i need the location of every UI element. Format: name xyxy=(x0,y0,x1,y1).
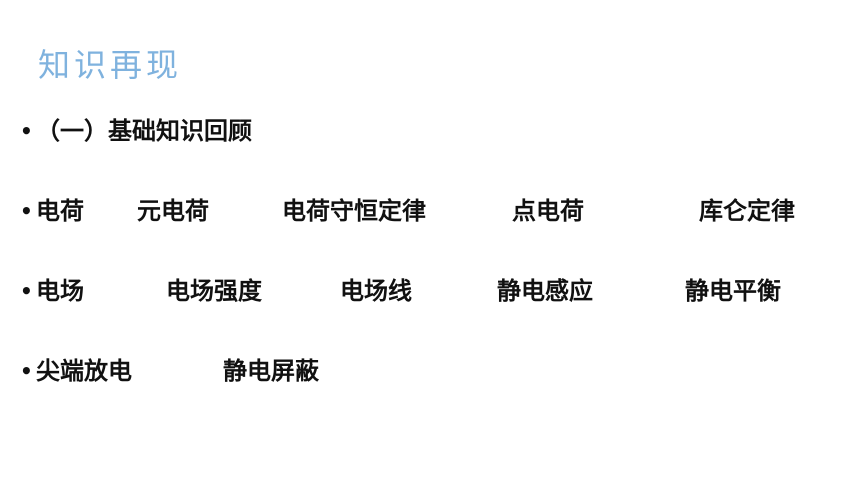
term-electrostatic-equilibrium: 静电平衡 xyxy=(685,277,781,305)
term-row-3: • 尖端放电 静电屏蔽 xyxy=(20,354,850,388)
term-field-lines: 电场线 xyxy=(340,277,412,305)
section-heading: （一）基础知识回顾 xyxy=(36,117,252,145)
term-point-charge: 点电荷 xyxy=(512,197,584,225)
term-charge-conservation: 电荷守恒定律 xyxy=(282,197,426,225)
term-electrostatic-shielding: 静电屏蔽 xyxy=(223,357,319,385)
slide-title: 知识再现 xyxy=(38,46,183,84)
term-field-strength: 电场强度 xyxy=(166,277,262,305)
term-point-discharge: 尖端放电 xyxy=(36,357,132,385)
bullet-marker: • xyxy=(20,199,33,223)
term-electric-field: 电场 xyxy=(36,277,84,305)
term-coulombs-law: 库仑定律 xyxy=(699,197,795,225)
term-row-1: • 电荷 元电荷 电荷守恒定律 点电荷 库仑定律 xyxy=(20,194,850,228)
term-row-2: • 电场 电场强度 电场线 静电感应 静电平衡 xyxy=(20,274,850,308)
term-electrostatic-induction: 静电感应 xyxy=(497,277,593,305)
bullet-marker: • xyxy=(20,119,33,143)
bullet-marker: • xyxy=(20,279,33,303)
term-electric-charge: 电荷 xyxy=(36,197,84,225)
term-elementary-charge: 元电荷 xyxy=(137,197,209,225)
section-heading-row: • （一）基础知识回顾 xyxy=(20,114,850,148)
bullet-marker: • xyxy=(20,359,33,383)
